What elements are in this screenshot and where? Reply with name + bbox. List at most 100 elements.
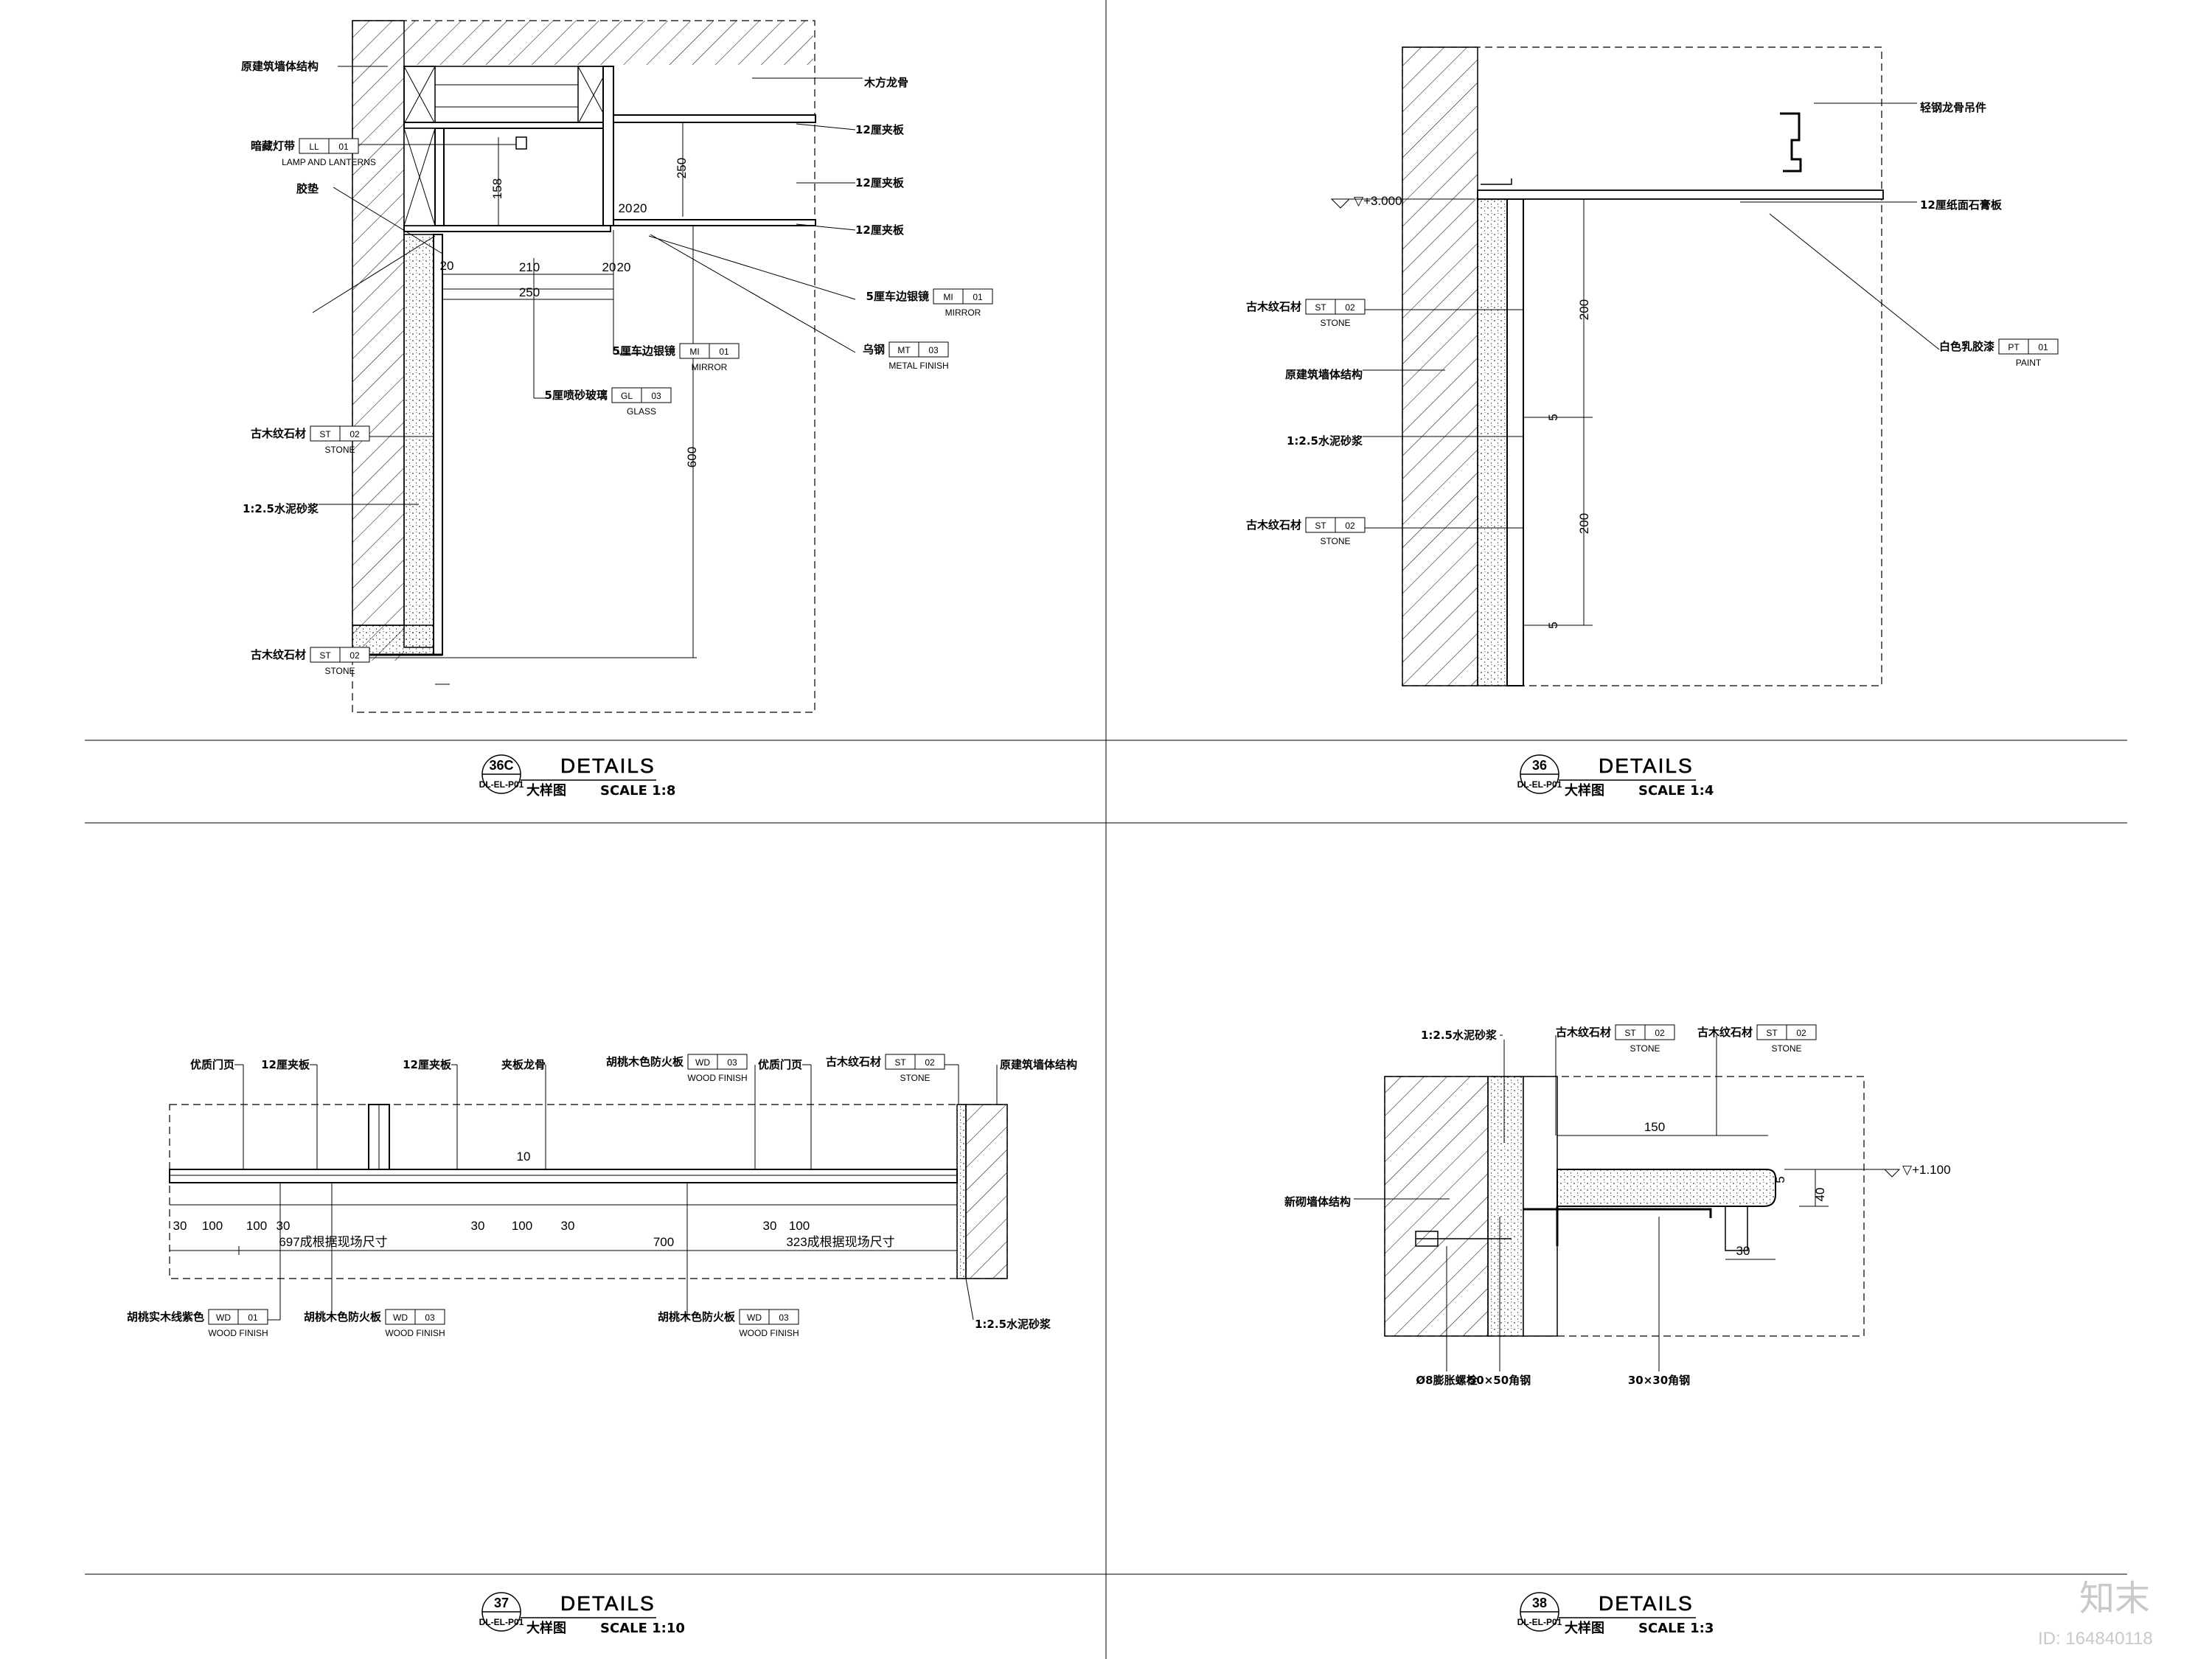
annotation-label: 胡桃木色防火板 <box>658 1310 736 1324</box>
tag-subtitle: METAL FINISH <box>888 361 948 371</box>
tag-number: 02 <box>1345 521 1355 531</box>
annotation-label: 木方龙骨 <box>863 76 908 89</box>
detail-title: DETAILS <box>1599 1592 1694 1615</box>
tag-code: ST <box>1315 302 1326 313</box>
annotation-label: 原建筑墙体结构 <box>1285 368 1363 381</box>
detail-scale: SCALE 1:8 <box>600 783 675 799</box>
dimension-value: 20 <box>619 201 633 215</box>
detail-subtitle: 大样图 <box>526 1620 566 1636</box>
tag-subtitle: STONE <box>900 1073 930 1083</box>
dimension-value: 100 <box>512 1219 532 1233</box>
annotation-label: 5厘喷砂玻璃 <box>545 389 608 402</box>
annotation-label: 12厘夹板 <box>855 123 905 136</box>
dimension-value: 30 <box>173 1219 187 1233</box>
annotation-label: 胡桃实木线紫色 <box>127 1310 204 1324</box>
annotation-label: 12厘纸面石膏板 <box>1920 198 2003 212</box>
dimension-value: 20 <box>633 201 647 215</box>
dimension-value: 150 <box>1644 1120 1665 1134</box>
sheet-reference: DL-EL-P01 <box>479 779 524 790</box>
tag-subtitle: STONE <box>1771 1043 1801 1054</box>
tag-number: 02 <box>1345 302 1355 313</box>
annotation-label: 古木纹石材 <box>251 427 306 440</box>
annotation-label: 优质门页 <box>758 1058 802 1071</box>
annotation-label: 优质门页 <box>190 1058 234 1071</box>
annotation-label: 原建筑墙体结构 <box>241 60 319 73</box>
tag-code: ST <box>1315 521 1326 531</box>
tag-subtitle: STONE <box>1630 1043 1660 1054</box>
dimension-value: 30 <box>561 1219 575 1233</box>
tag-subtitle: LAMP AND LANTERNS <box>282 157 376 167</box>
dimension-value: 30 <box>1736 1244 1750 1258</box>
annotation-label: 1:2.5水泥砂浆 <box>1421 1029 1498 1042</box>
detail-37 <box>169 1064 1008 1321</box>
tag-code: WD <box>695 1057 710 1068</box>
tag-subtitle: WOOD FINISH <box>385 1328 445 1338</box>
tag-subtitle: MIRROR <box>945 307 981 318</box>
detail-title: DETAILS <box>560 754 655 777</box>
tag-number: 01 <box>248 1312 258 1323</box>
dimension-value: 30 <box>471 1219 485 1233</box>
detail-subtitle: 大样图 <box>526 782 566 799</box>
tag-number: 03 <box>928 345 939 355</box>
annotation-label: 12厘夹板 <box>261 1058 310 1071</box>
dimension-value: 30 <box>763 1219 777 1233</box>
annotation-label: 暗藏灯带 <box>251 139 295 153</box>
watermark-logo: 知末 <box>2079 1578 2150 1619</box>
tag-subtitle: STONE <box>324 445 355 455</box>
dimension-value: 250 <box>675 158 689 178</box>
sheet-reference: DL-EL-P01 <box>1517 1617 1562 1627</box>
tag-subtitle: WOOD FINISH <box>208 1328 268 1338</box>
detail-title: DETAILS <box>560 1592 655 1615</box>
dimension-value: 20 <box>440 259 454 273</box>
annotation-label: 5厘车边银镜 <box>613 344 675 358</box>
annotation-label: 乌钢 <box>863 343 885 356</box>
annotation-label: 古木纹石材 <box>1556 1026 1611 1039</box>
annotation-label: 古木纹石材 <box>1697 1026 1753 1039</box>
tag-subtitle: STONE <box>1320 318 1350 328</box>
tag-subtitle: MIRROR <box>692 362 728 372</box>
tag-subtitle: WOOD FINISH <box>739 1328 799 1338</box>
annotation-label: 30×30角钢 <box>1628 1374 1690 1387</box>
dimension-value: 20 <box>617 260 631 274</box>
dimension-value: 200 <box>1577 513 1591 534</box>
dimension-value: 600 <box>685 447 699 467</box>
dimension-value: 40 <box>1813 1188 1827 1202</box>
sheet-reference: DL-EL-P01 <box>1517 779 1562 790</box>
detail-36c <box>312 20 863 713</box>
tag-number: 01 <box>973 292 983 302</box>
dimension-value: 158 <box>490 178 504 199</box>
tag-code: WD <box>216 1312 231 1323</box>
annotation-label: 夹板龙骨 <box>501 1058 546 1071</box>
tag-code: WD <box>747 1312 762 1323</box>
annotation-label: 古木纹石材 <box>251 648 306 661</box>
title-block-shapes <box>481 754 1696 1632</box>
tag-number: 03 <box>425 1312 435 1323</box>
sheet-reference: DL-EL-P01 <box>479 1617 524 1627</box>
annotation-label: 原建筑墙体结构 <box>1000 1058 1077 1071</box>
tag-code: MT <box>897 345 911 355</box>
dimension-value: 5 <box>1773 1176 1787 1183</box>
tag-code: WD <box>393 1312 408 1323</box>
watermark-id: ID: 164840118 <box>2038 1629 2153 1649</box>
detail-number: 36C <box>489 758 513 773</box>
annotation-label: 古木纹石材 <box>826 1055 881 1068</box>
dimension-value: 250 <box>519 285 540 299</box>
annotation-label: 轻钢龙骨吊件 <box>1920 101 1986 114</box>
annotation-label: 12厘夹板 <box>403 1058 452 1071</box>
detail-subtitle: 大样图 <box>1565 1620 1604 1636</box>
tag-code: GL <box>621 391 633 401</box>
dimension-value: 100 <box>202 1219 223 1233</box>
tag-number: 02 <box>1655 1028 1665 1038</box>
detail-38 <box>1354 1034 1901 1371</box>
dimension-value: 30 <box>276 1219 291 1233</box>
tag-code: MI <box>943 292 953 302</box>
dimension-value: 100 <box>789 1219 810 1233</box>
tag-number: 02 <box>925 1057 935 1068</box>
annotation-label: 1:2.5水泥砂浆 <box>243 502 319 515</box>
annotation-label: 12厘夹板 <box>855 223 905 237</box>
annotation-label: 1:2.5水泥砂浆 <box>975 1318 1051 1331</box>
dimension-value: 697成根据现场尺寸 <box>279 1235 387 1249</box>
tag-number: 03 <box>779 1312 789 1323</box>
annotation-label: 胶垫 <box>296 182 319 195</box>
annotation-label: 5厘车边银镜 <box>866 290 929 303</box>
